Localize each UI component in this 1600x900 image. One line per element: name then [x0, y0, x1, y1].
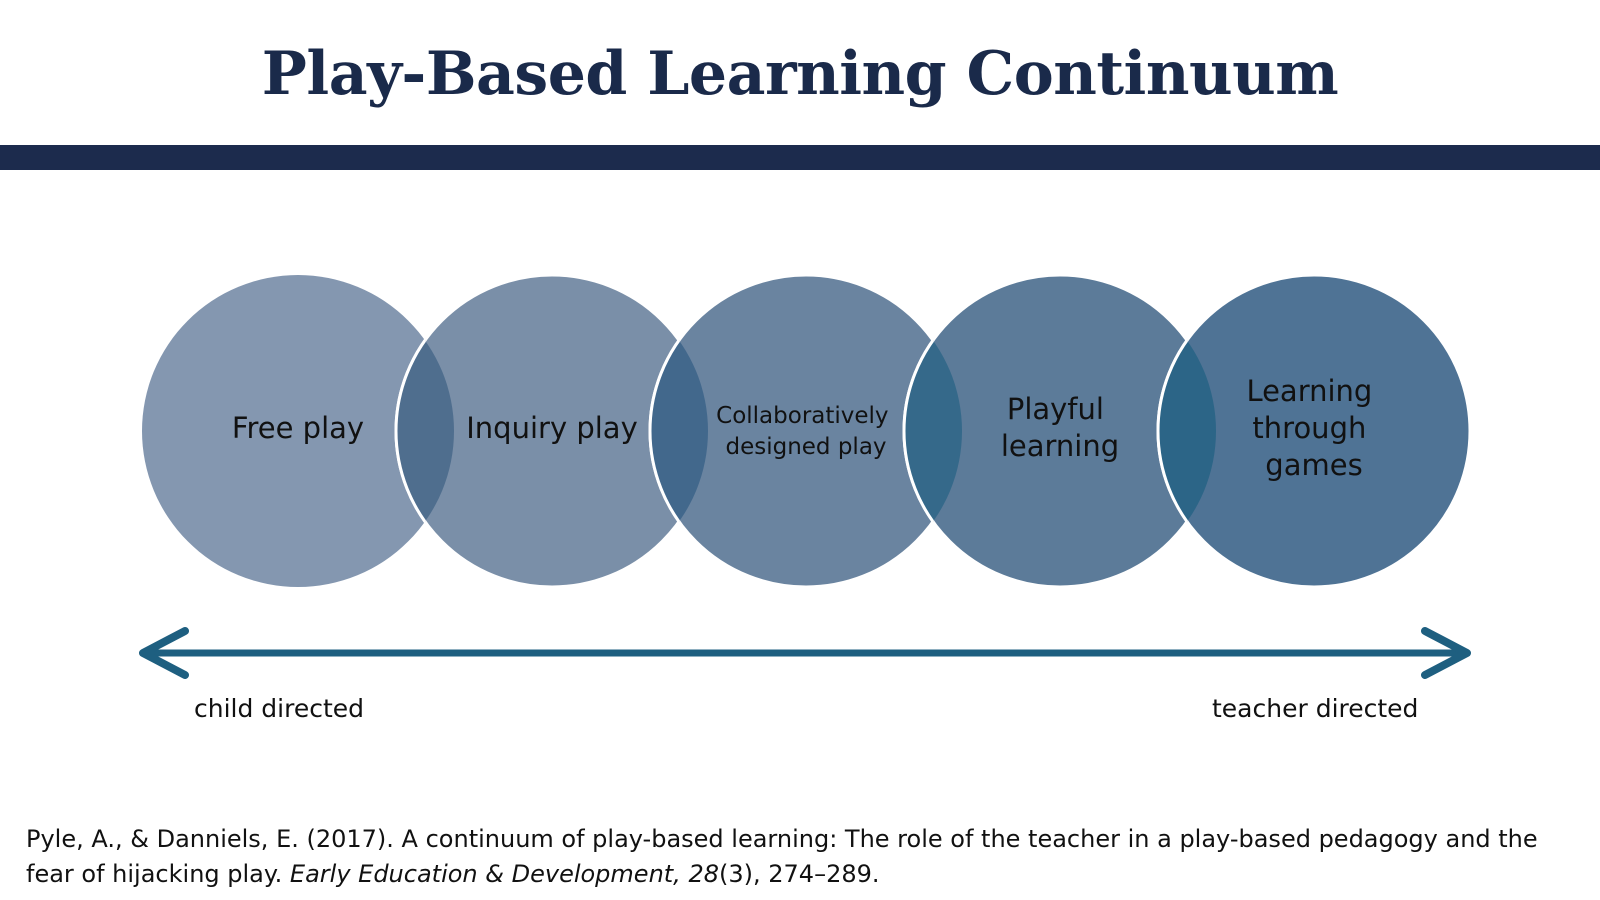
label-playful-learning: Playful learning [1001, 392, 1119, 463]
label-free-play: Free play [232, 411, 364, 445]
arrow-head-left [139, 627, 189, 679]
label-child-directed: child directed [194, 694, 365, 723]
outline-playful-learning [902, 275, 962, 587]
circle-free-play [142, 275, 454, 587]
outline-learning-through-games [1156, 275, 1216, 587]
label-learning-through-games: Learning through games [1246, 374, 1381, 482]
citation-authors-title: Pyle, A., & Danniels, E. (2017). A conti… [26, 825, 1538, 888]
citation: Pyle, A., & Danniels, E. (2017). A conti… [26, 822, 1586, 892]
citation-journal: Early Education & Development, [289, 860, 681, 888]
outline-inquiry-play [394, 275, 454, 587]
title-divider [0, 145, 1600, 170]
label-inquiry-play: Inquiry play [466, 411, 637, 445]
continuum-arrow [139, 627, 1471, 679]
citation-issue-pages: (3), 274–289. [719, 860, 880, 888]
label-collaboratively-designed-play: Collaboratively designed play [716, 403, 896, 460]
label-teacher-directed: teacher directed [1212, 694, 1419, 723]
citation-volume: 28 [688, 860, 719, 888]
slide-title: Play-Based Learning Continuum [261, 39, 1339, 109]
circle-outlines [394, 275, 1216, 587]
outline-collaboratively-designed-play [648, 275, 708, 587]
arrow-head-right [1421, 627, 1471, 679]
